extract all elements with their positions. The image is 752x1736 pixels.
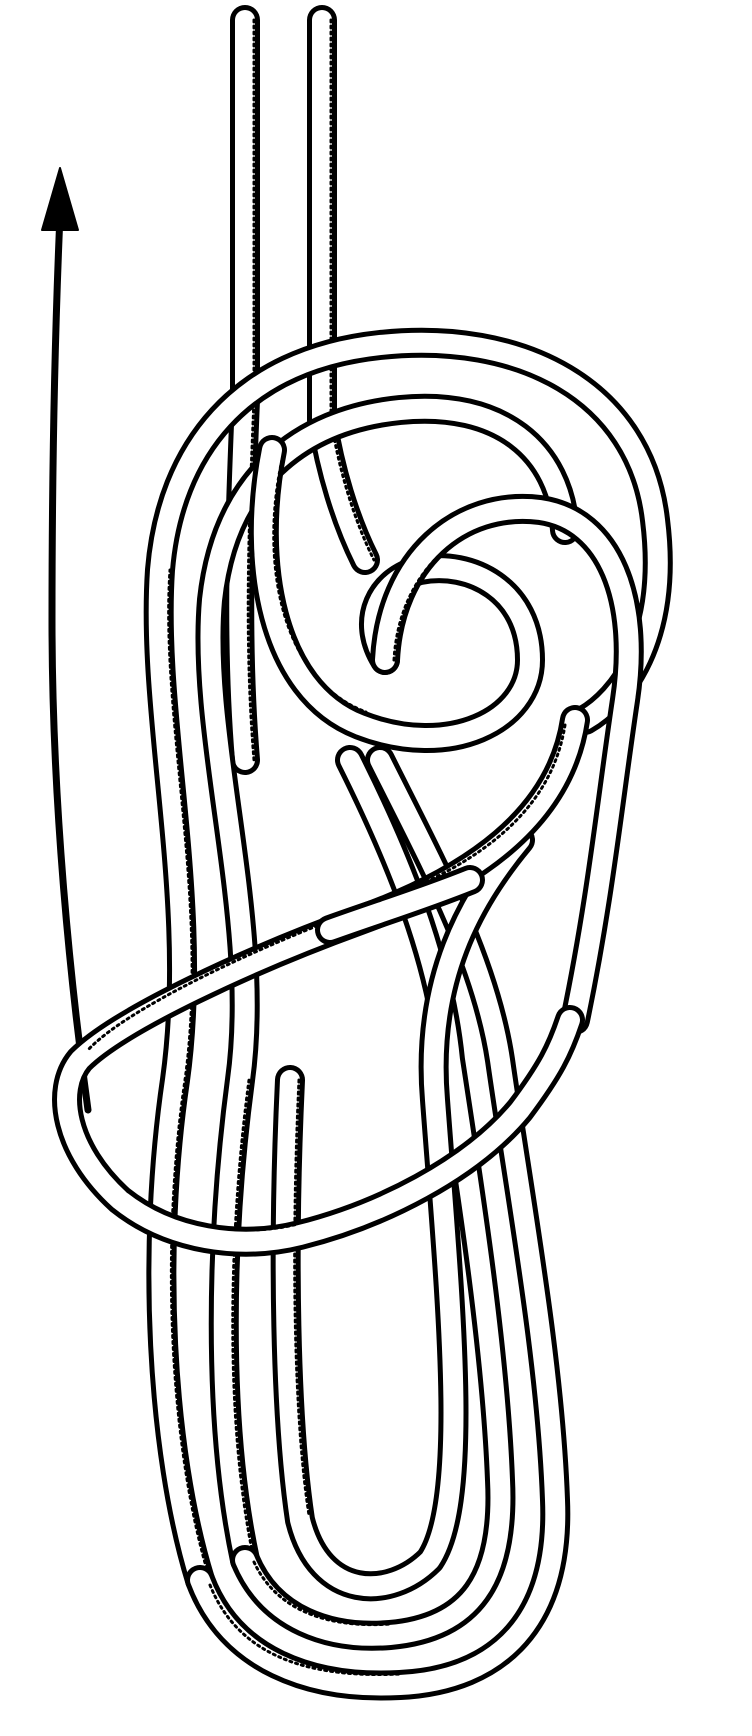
standing-part-right	[307, 5, 380, 575]
arrow-head	[41, 167, 79, 231]
arrow-shaft	[48, 211, 92, 1114]
working-end	[52, 705, 590, 1257]
lower-loop-outer	[185, 745, 571, 1701]
lower-loop-inner	[230, 745, 516, 1651]
inner-loop	[195, 393, 580, 1575]
crossing-overlay	[315, 865, 485, 945]
standing-part-left	[224, 5, 260, 775]
right-bight	[370, 493, 644, 1035]
lower-loop-core	[270, 825, 535, 1602]
outer-loop	[143, 327, 673, 1595]
direction-arrow	[41, 167, 92, 1114]
